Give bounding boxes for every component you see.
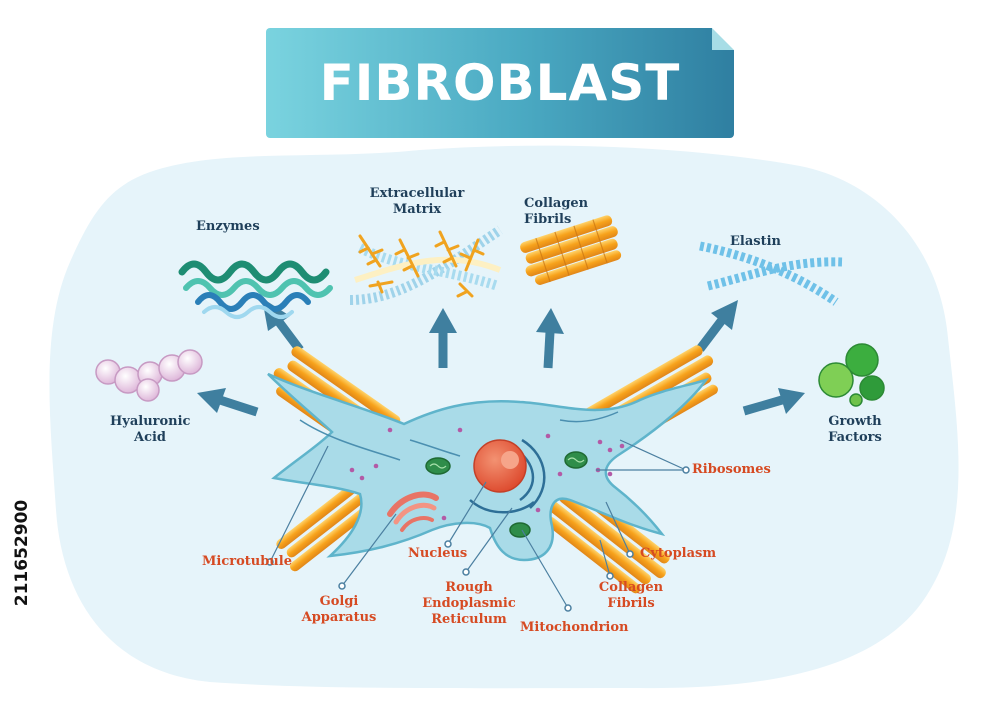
- collagen-fibrils-illustration: [520, 215, 622, 285]
- elastin-illustration: [699, 241, 843, 306]
- label-hyaluronic-acid: Hyaluronic Acid: [110, 414, 191, 445]
- arrow-to-elastin: [696, 300, 738, 352]
- banner-fold-corner: [712, 28, 734, 50]
- arrows: [197, 298, 805, 417]
- label-nucleus: Nucleus: [408, 546, 468, 561]
- label-rough-endoplasmic-reticulum: Rough Endoplasmic Reticulum: [422, 580, 516, 627]
- enzymes-illustration: [178, 260, 333, 319]
- arrow-to-hyaluronic-acid: [197, 388, 259, 417]
- label-cytoplasm: Cytoplasm: [640, 546, 717, 561]
- golgi-apparatus: [387, 491, 439, 532]
- nucleus: [473, 439, 527, 493]
- page-title: FIBROBLAST: [319, 54, 681, 112]
- label-elastin: Elastin: [730, 234, 781, 249]
- extracellular-matrix-illustration: [349, 225, 503, 305]
- arrow-to-collagen-fibrils: [536, 308, 564, 369]
- stock-id: 211652900: [10, 488, 34, 618]
- label-collagen-fibrils-product: Collagen Fibrils: [524, 196, 589, 227]
- arrow-to-growth-factors: [742, 388, 805, 416]
- label-ribosomes: Ribosomes: [692, 462, 771, 477]
- label-microtubule: Microtubule: [202, 554, 292, 569]
- microtubule-strands: [299, 411, 619, 461]
- leader-lines: [269, 439, 687, 609]
- label-collagen-fibrils-cell: Collagen Fibrils: [598, 580, 664, 611]
- label-mitochondrion: Mitochondrion: [520, 620, 629, 635]
- stock-id-text: 211652900: [12, 499, 32, 607]
- leader-dots: [266, 466, 690, 612]
- mitochondria: [425, 451, 588, 538]
- title-banner: FIBROBLAST: [266, 28, 734, 138]
- arrow-to-extracellular-matrix: [429, 308, 457, 368]
- label-golgi-apparatus: Golgi Apparatus: [301, 594, 377, 625]
- label-extracellular-matrix: Extracellular Matrix: [369, 186, 465, 217]
- label-growth-factors: Growth Factors: [828, 414, 882, 445]
- hyaluronic-acid-illustration: [95, 349, 203, 402]
- growth-factors-illustration: [818, 343, 885, 407]
- label-enzymes: Enzymes: [196, 219, 260, 234]
